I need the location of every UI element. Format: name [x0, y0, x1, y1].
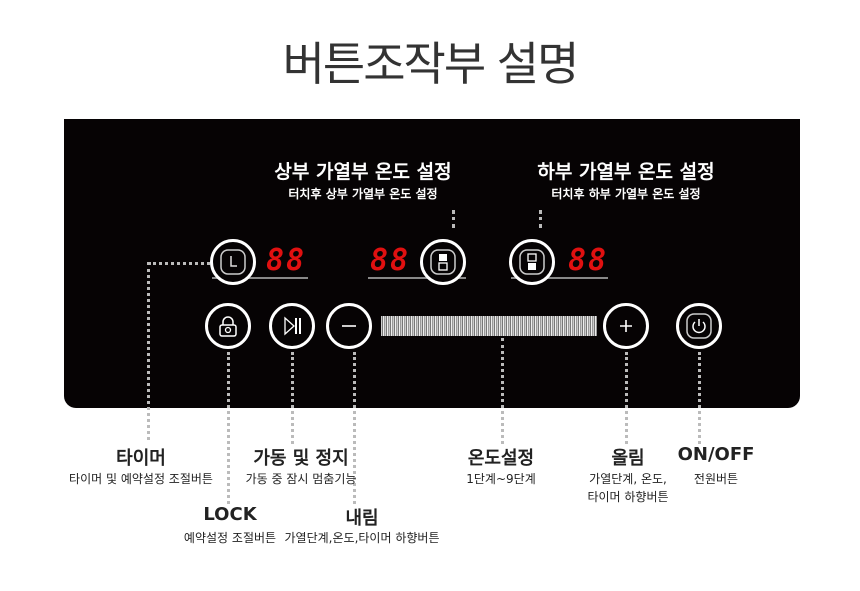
plus-button[interactable] — [603, 303, 649, 349]
play-pause-icon — [284, 316, 301, 336]
lower-zone-button[interactable] — [509, 239, 555, 285]
timer-label: 타이머 — [116, 448, 166, 469]
down-label: 내림 — [345, 508, 379, 529]
down-desc: 가열단계,온도,타이머 하향버튼 — [284, 531, 440, 545]
power-button[interactable] — [676, 303, 722, 349]
power-label: ON/OFF — [677, 444, 755, 465]
timer-button[interactable] — [210, 239, 256, 285]
leader-plus — [625, 352, 628, 444]
upper-display: 88 — [370, 243, 411, 278]
leader-lower — [539, 210, 542, 228]
temp-label: 온도설정 — [467, 448, 535, 469]
page-title: 버튼조작부 설명 — [282, 37, 580, 91]
lock-label: LOCK — [203, 504, 257, 525]
leader-timer-h — [148, 262, 210, 265]
leader-power — [698, 352, 701, 444]
leader-upper — [452, 210, 455, 228]
up-label: 올림 — [611, 448, 645, 469]
leader-lock — [227, 352, 230, 504]
temp-desc: 1단계~9단계 — [466, 472, 536, 486]
power-desc: 전원버튼 — [693, 472, 739, 486]
lock-icon — [219, 316, 237, 337]
lower-zone-icon — [519, 249, 545, 275]
plus-icon — [620, 320, 632, 332]
leader-slider — [501, 338, 504, 444]
timer-desc: 타이머 및 예약설정 조절버튼 — [69, 472, 213, 486]
power-icon — [686, 313, 712, 339]
lock-desc: 예약설정 조절버튼 — [183, 531, 277, 545]
up-desc-2: 타이머 하향버튼 — [587, 490, 669, 504]
upper-zone-button[interactable] — [420, 239, 466, 285]
timer-underline — [212, 277, 308, 279]
up-desc-1: 가열단계, 온도, — [589, 472, 667, 486]
minus-icon — [342, 325, 356, 327]
upper-zone-title: 상부 가열부 온도 설정 — [274, 161, 452, 183]
upper-zone-icon — [430, 249, 456, 275]
lock-button[interactable] — [205, 303, 251, 349]
minus-button[interactable] — [326, 303, 372, 349]
upper-zone-sub: 터치후 상부 가열부 온도 설정 — [288, 187, 438, 201]
start-stop-desc: 가동 중 잠시 멈춤기능 — [245, 472, 357, 486]
upper-underline — [368, 277, 466, 279]
clock-icon — [220, 249, 246, 275]
lower-zone-title: 하부 가열부 온도 설정 — [537, 161, 715, 183]
leader-play — [291, 352, 294, 444]
leader-timer — [147, 262, 150, 440]
lower-zone-sub: 터치후 하부 가열부 온도 설정 — [551, 187, 701, 201]
leader-minus — [353, 352, 356, 504]
temperature-slider[interactable] — [381, 316, 597, 336]
lower-display: 88 — [568, 243, 609, 278]
start-stop-label: 가동 및 정지 — [253, 448, 349, 469]
play-pause-button[interactable] — [269, 303, 315, 349]
lower-underline — [511, 277, 608, 279]
timer-display: 88 — [266, 243, 307, 278]
